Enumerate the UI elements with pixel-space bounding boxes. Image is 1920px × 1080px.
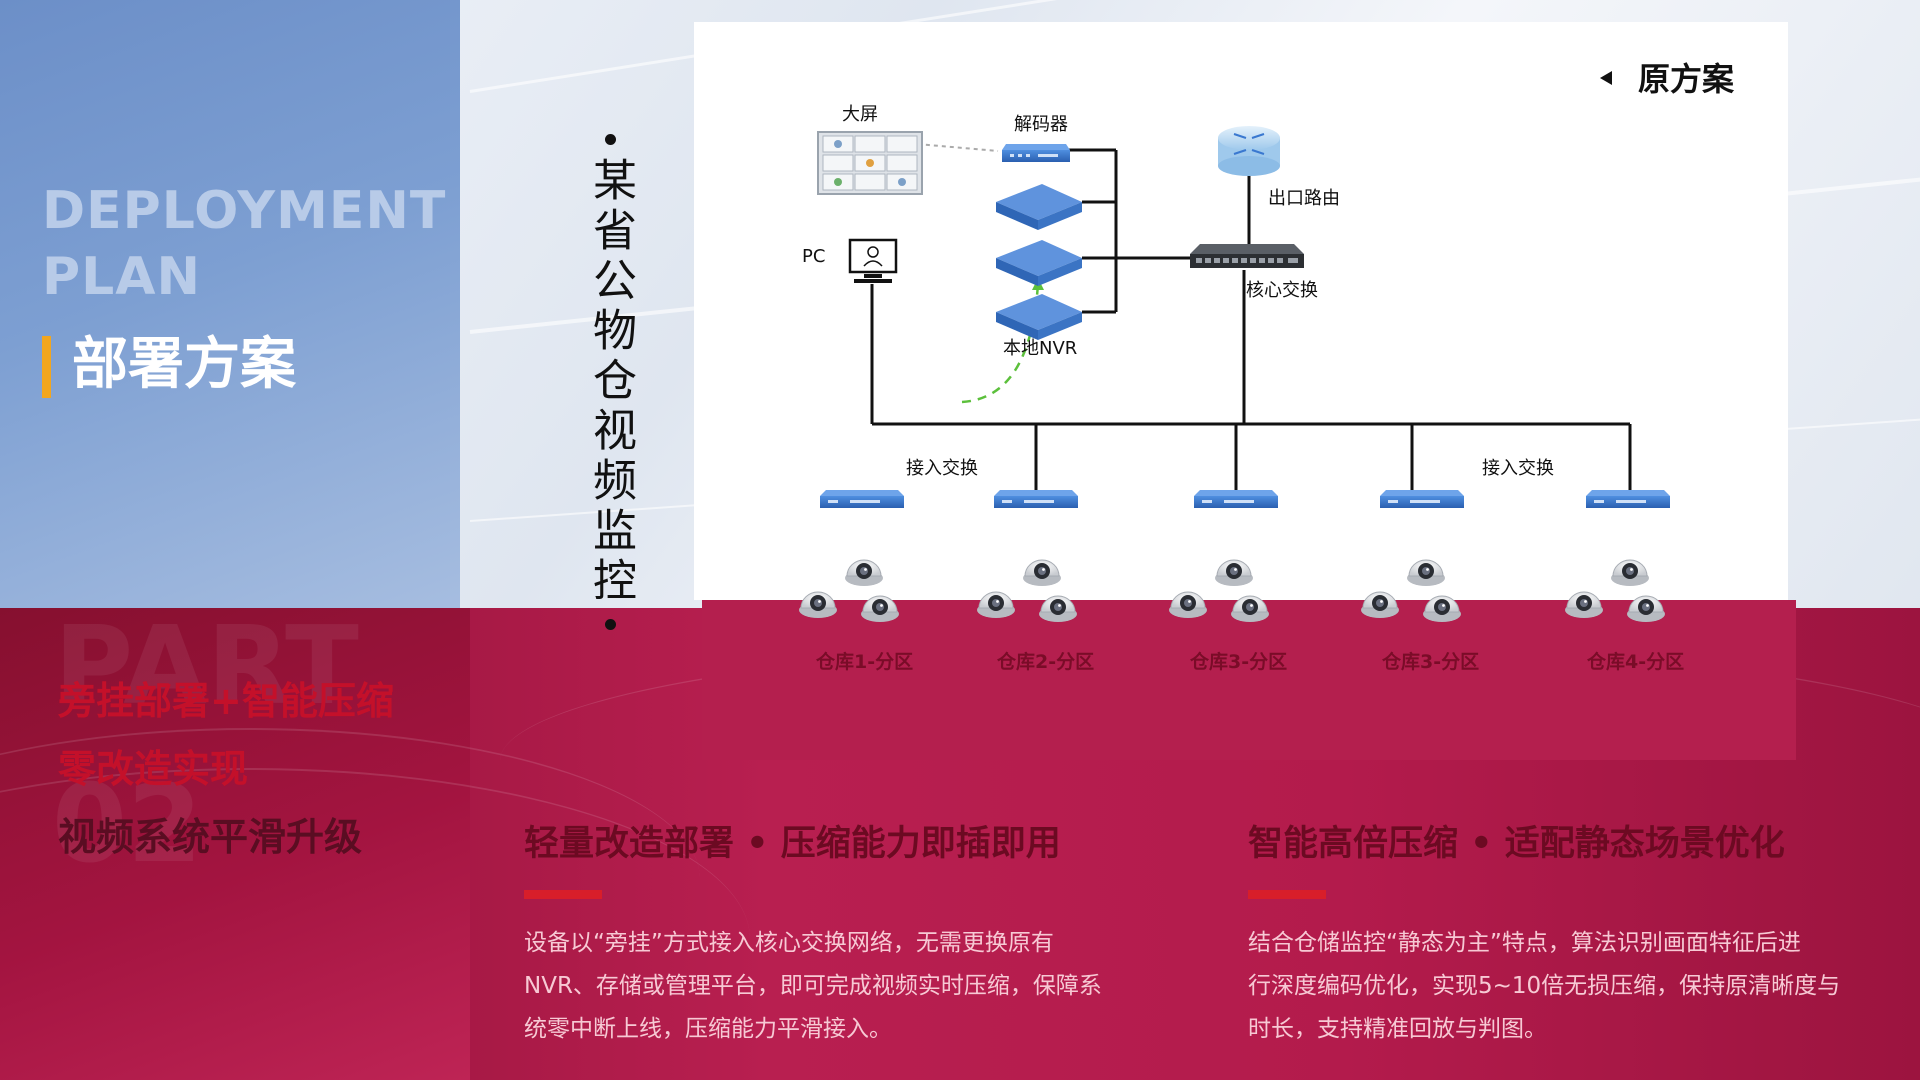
zone-label: 仓库1-分区 xyxy=(815,650,913,673)
feature-title: 智能高倍压缩 • 适配静态场景优化 xyxy=(1248,824,1785,864)
title-accent-bar xyxy=(42,336,51,398)
slogan-line: 视频系统平滑升级 xyxy=(58,815,363,859)
dome-camera-icon xyxy=(1407,559,1445,586)
bullet-dot xyxy=(604,619,616,630)
nvr-stack-icon xyxy=(996,184,1082,340)
part-number-watermark: 02 xyxy=(52,762,203,887)
router-icon xyxy=(1218,126,1280,176)
access-switch-icon xyxy=(820,490,904,508)
diagram-card-lower xyxy=(702,600,1796,760)
decoder-icon xyxy=(1002,144,1070,162)
access-switch-icon xyxy=(1380,490,1464,508)
dome-camera-icon xyxy=(1611,559,1649,586)
camera-cluster xyxy=(977,559,1077,622)
dome-camera-icon xyxy=(1215,559,1253,586)
egress-router-label: 出口路由 xyxy=(1268,188,1340,209)
feature-line: NVR、存储或管理平台，即可完成视频实时压缩，保障系 xyxy=(524,973,1102,999)
english-title-line: PLAN xyxy=(42,247,202,307)
english-title: DEPLOYMENT PLAN xyxy=(42,178,446,310)
access-switches xyxy=(820,490,1670,508)
access-switch-icon xyxy=(1194,490,1278,508)
big-screen-icon xyxy=(817,131,923,195)
scheme-label: 原方案 xyxy=(1600,60,1735,98)
camera-cluster xyxy=(1565,559,1665,622)
dome-camera-icon xyxy=(1423,595,1461,622)
camera-cluster xyxy=(1361,559,1461,622)
core-switch-icon xyxy=(1190,244,1304,268)
dome-camera-icon xyxy=(977,591,1015,618)
camera-groups xyxy=(799,559,1665,622)
zone-label: 仓库2-分区 xyxy=(996,650,1094,673)
page-title: 部署方案 xyxy=(72,332,296,397)
scheme-label-text: 原方案 xyxy=(1638,60,1735,98)
vertical-title: 某省公物仓视频监控 xyxy=(575,130,645,700)
feature-line: 行深度编码优化，实现5~10倍无损压缩，保持原清晰度与 xyxy=(1248,973,1841,999)
dome-camera-icon xyxy=(1169,591,1207,618)
zone-label: 仓库4-分区 xyxy=(1586,650,1684,673)
zone-label: 仓库3-分区 xyxy=(1381,650,1479,673)
feature-title: 轻量改造部署 • 压缩能力即插即用 xyxy=(524,824,1061,864)
english-title-line: DEPLOYMENT xyxy=(42,181,447,241)
dome-camera-icon xyxy=(1361,591,1399,618)
decoder-label: 解码器 xyxy=(1014,114,1068,135)
feature-accent-bar xyxy=(524,890,602,899)
slogan-line: 旁挂部署+智能压缩 xyxy=(58,679,394,723)
vertical-title-text: 某省公物仓视频监控 xyxy=(585,157,636,607)
local-nvr-label: 本地NVR xyxy=(1003,338,1077,359)
dome-camera-icon xyxy=(861,595,899,622)
access-switch-icon xyxy=(1586,490,1670,508)
dome-camera-icon xyxy=(1231,595,1269,622)
dome-camera-icon xyxy=(799,591,837,618)
access-switch-icon xyxy=(994,490,1078,508)
zone-label: 仓库3-分区 xyxy=(1189,650,1287,673)
dome-camera-icon xyxy=(1039,595,1077,622)
feature-accent-bar xyxy=(1248,890,1326,899)
feature-line: 统零中断上线，压缩能力平滑接入。 xyxy=(524,1016,892,1042)
bullet-dot xyxy=(604,134,616,145)
camera-cluster xyxy=(1169,559,1269,622)
core-switch-label: 核心交换 xyxy=(1246,280,1318,301)
connection-lines xyxy=(870,148,1632,492)
camera-cluster xyxy=(799,559,899,622)
access-switch-label: 接入交换 xyxy=(906,458,978,479)
dome-camera-icon xyxy=(1023,559,1061,586)
dome-camera-icon xyxy=(845,559,883,586)
feature-line: 设备以“旁挂”方式接入核心交换网络，无需更换原有 xyxy=(524,930,1054,956)
triangle-left-icon xyxy=(1600,71,1612,85)
big-screen-label: 大屏 xyxy=(842,104,878,125)
dome-camera-icon xyxy=(1565,591,1603,618)
title-panel xyxy=(0,0,460,608)
feature-description: 结合仓储监控“静态为主”特点，算法识别画面特征后进 行深度编码优化，实现5~10… xyxy=(1248,922,1878,1051)
dome-camera-icon xyxy=(1627,595,1665,622)
network-diagram: 原方案 xyxy=(799,60,1735,673)
slogan-panel xyxy=(0,608,750,1080)
access-switch-label: 接入交换 xyxy=(1482,458,1554,479)
pc-label: PC xyxy=(802,246,825,267)
pc-icon xyxy=(848,238,898,283)
part-watermark: PART xyxy=(54,604,359,729)
slogan-line: 零改造实现 xyxy=(58,747,249,791)
feature-description: 设备以“旁挂”方式接入核心交换网络，无需更换原有 NVR、存储或管理平台，即可完… xyxy=(524,922,1164,1051)
feature-line: 结合仓储监控“静态为主”特点，算法识别画面特征后进 xyxy=(1248,930,1801,956)
feature-line: 时长，支持精准回放与判图。 xyxy=(1248,1016,1547,1042)
